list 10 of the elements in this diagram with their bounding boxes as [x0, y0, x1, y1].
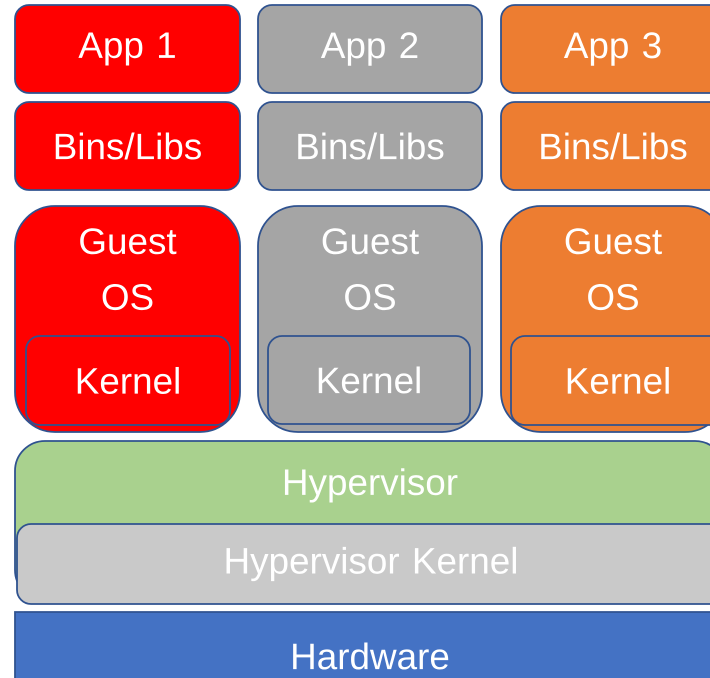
library-box: Bins/Libs — [500, 101, 710, 191]
app-box: App 1 — [14, 4, 241, 94]
kernel-box: Kernel — [267, 335, 471, 425]
kernel-box: Kernel — [25, 335, 231, 426]
app-box: App 2 — [257, 4, 483, 94]
kernel-box: Kernel — [510, 335, 710, 426]
library-box: Bins/Libs — [14, 101, 241, 191]
app-box: App 3 — [500, 4, 710, 94]
library-box: Bins/Libs — [257, 101, 483, 191]
hardware-box: Hardware — [14, 611, 710, 678]
